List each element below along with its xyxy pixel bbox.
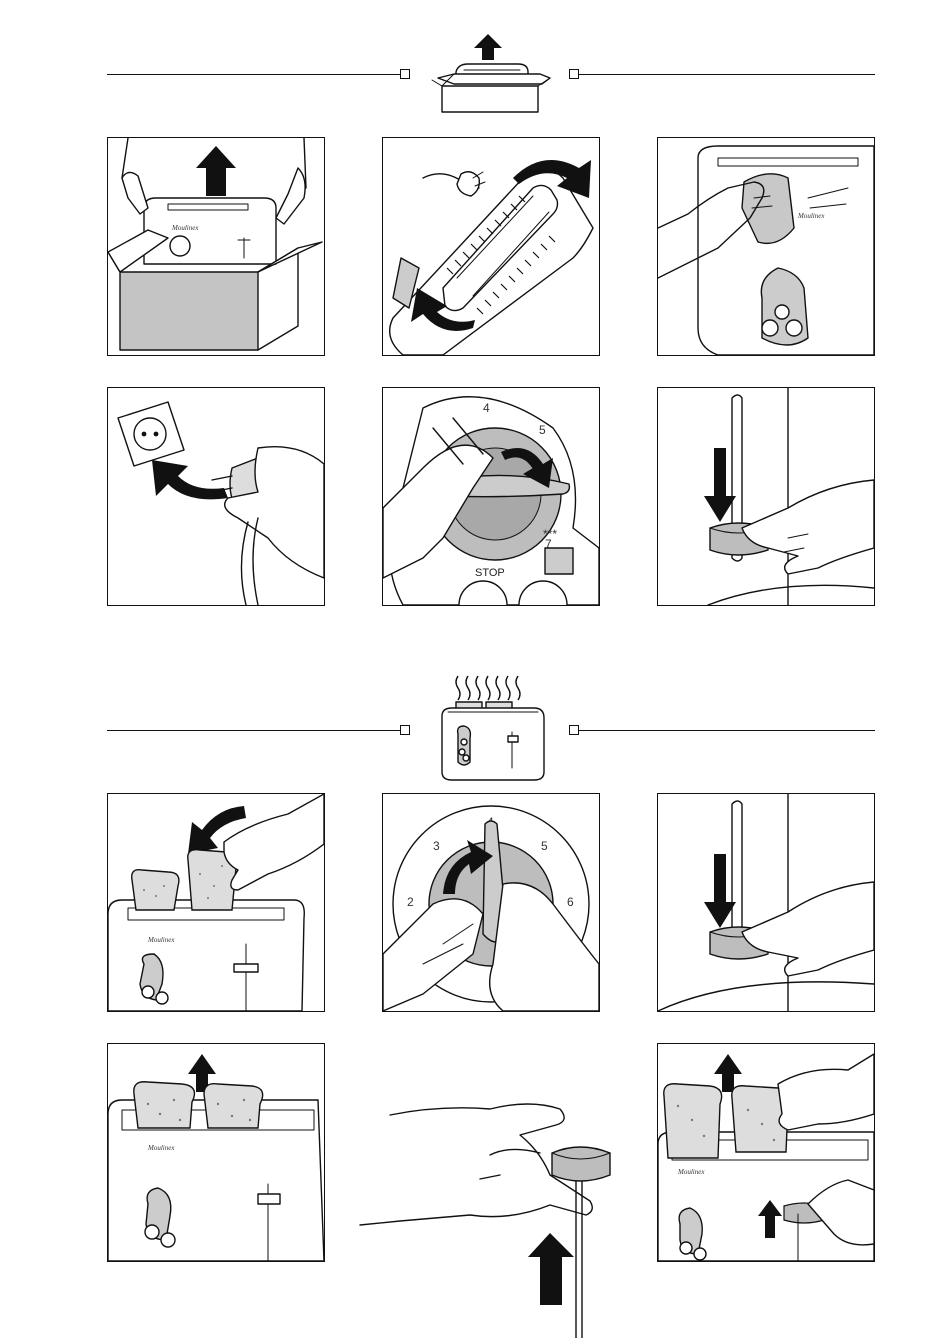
svg-text:Moulinex: Moulinex [797,212,825,220]
section2-divider-right [579,730,875,731]
dial-label-stars: *** [543,527,557,541]
section1-divider-left [107,74,400,75]
section1-divider-right-square [569,69,579,79]
panel-toast-pops-up: Moulinex [107,1043,325,1262]
press-lever-down-icon [658,388,874,605]
panel-press-lever-down [657,387,875,606]
lift-toaster-from-box-icon: Moulinex [108,138,324,355]
section1-divider-left-square [400,69,410,79]
set-dial-max-icon: 4 5 7 *** STOP [383,388,599,605]
unwind-cord-icon [383,138,599,355]
panel-plug-into-socket [107,387,325,606]
section2-divider-left [107,730,400,731]
dial-label-6: 6 [567,895,574,909]
plug-into-socket-icon [108,388,324,605]
brand-logo: Moulinex [677,1168,705,1176]
dial-label-2: 2 [407,895,414,909]
dial-label-4: 4 [483,401,490,415]
section2-divider-right-square [569,725,579,735]
stop-label: STOP [475,567,505,579]
unpacking-box-icon [428,30,553,115]
dial-label-5: 5 [539,423,546,437]
panel-set-dial-max: 4 5 7 *** STOP [382,387,600,606]
brand-logo: Moulinex [147,936,175,944]
remove-toast-icon: Moulinex [658,1044,874,1261]
panel-turn-browning-dial: 2 3 4 5 6 [382,793,600,1012]
press-lever-down-icon [658,794,874,1011]
panel-wipe-toaster: Moulinex [657,137,875,356]
section2-divider-left-square [400,725,410,735]
section1-divider-right [579,74,875,75]
svg-text:Moulinex: Moulinex [171,224,199,232]
toast-pops-up-icon: Moulinex [108,1044,324,1261]
wipe-toaster-icon: Moulinex [658,138,874,355]
panel-unwind-cord [382,137,600,356]
lift-lever-icon [360,1095,600,1338]
dial-label-5: 5 [541,839,548,853]
panel-remove-toast: Moulinex [657,1043,875,1262]
panel-insert-bread: Moulinex [107,793,325,1012]
dial-label-3: 3 [433,839,440,853]
turn-browning-dial-icon: 2 3 4 5 6 [383,794,599,1011]
panel-press-lever-down-2 [657,793,875,1012]
toaster-with-steam-icon [436,672,550,786]
insert-bread-icon: Moulinex [108,794,324,1011]
panel-lift-toaster-from-box: Moulinex [107,137,325,356]
brand-logo: Moulinex [147,1144,175,1152]
